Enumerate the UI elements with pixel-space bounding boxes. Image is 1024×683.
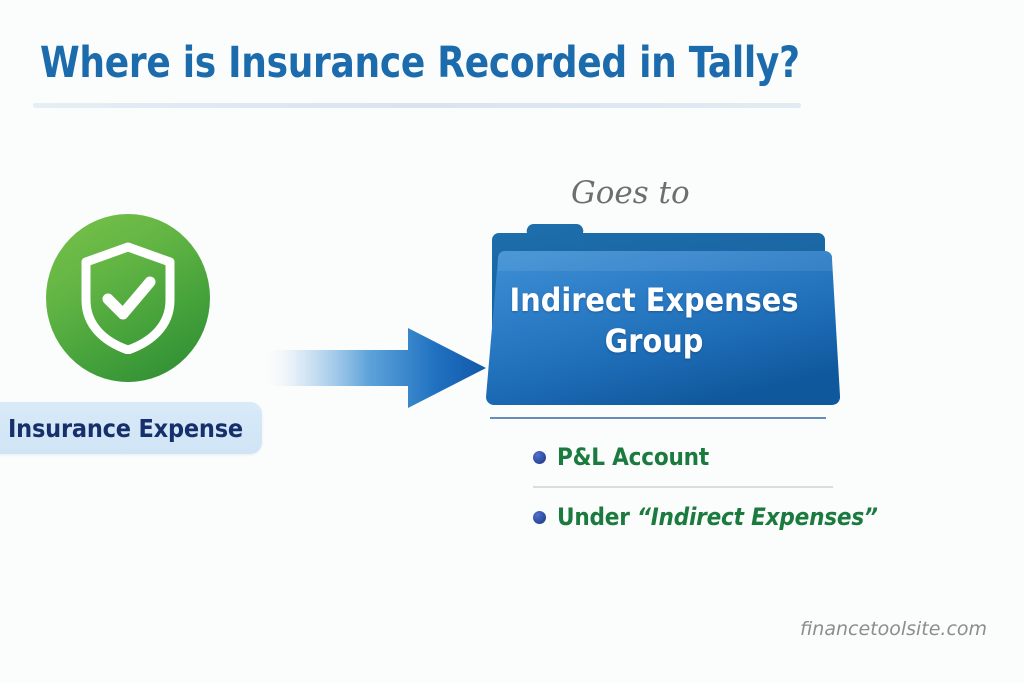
shield-check-icon: [81, 242, 175, 354]
list-item-label: Under “Indirect Expenses”: [557, 503, 878, 531]
list-item-text: P&L Account: [557, 443, 709, 471]
bullet-separator: [533, 486, 833, 488]
folder-icon: [486, 223, 841, 406]
page-title: Where is Insurance Recorded in Tally?: [40, 38, 800, 88]
list-item: Under “Indirect Expenses”: [533, 503, 878, 531]
insurance-expense-pill: Insurance Expense: [0, 402, 262, 454]
bullet-dot-icon: [533, 450, 546, 464]
list-item: P&L Account: [533, 443, 709, 471]
list-item-emphasis: “Indirect Expenses”: [636, 503, 878, 531]
right-arrow-icon: [260, 328, 486, 408]
title-underline-rule: [33, 103, 801, 108]
bullet-dot-icon: [533, 510, 546, 524]
list-item-label: P&L Account: [557, 443, 709, 471]
insurance-expense-label: Insurance Expense: [8, 413, 243, 443]
site-watermark: financetoolsite.com: [800, 618, 988, 640]
goes-to-caption: Goes to: [571, 175, 690, 211]
list-item-text: Under: [557, 503, 637, 531]
indirect-expenses-folder: Indirect Expenses Group: [484, 218, 848, 408]
shield-badge-ellipse: [46, 214, 210, 382]
insurance-shield-badge: [46, 214, 210, 382]
folder-bottom-divider: [490, 417, 826, 419]
